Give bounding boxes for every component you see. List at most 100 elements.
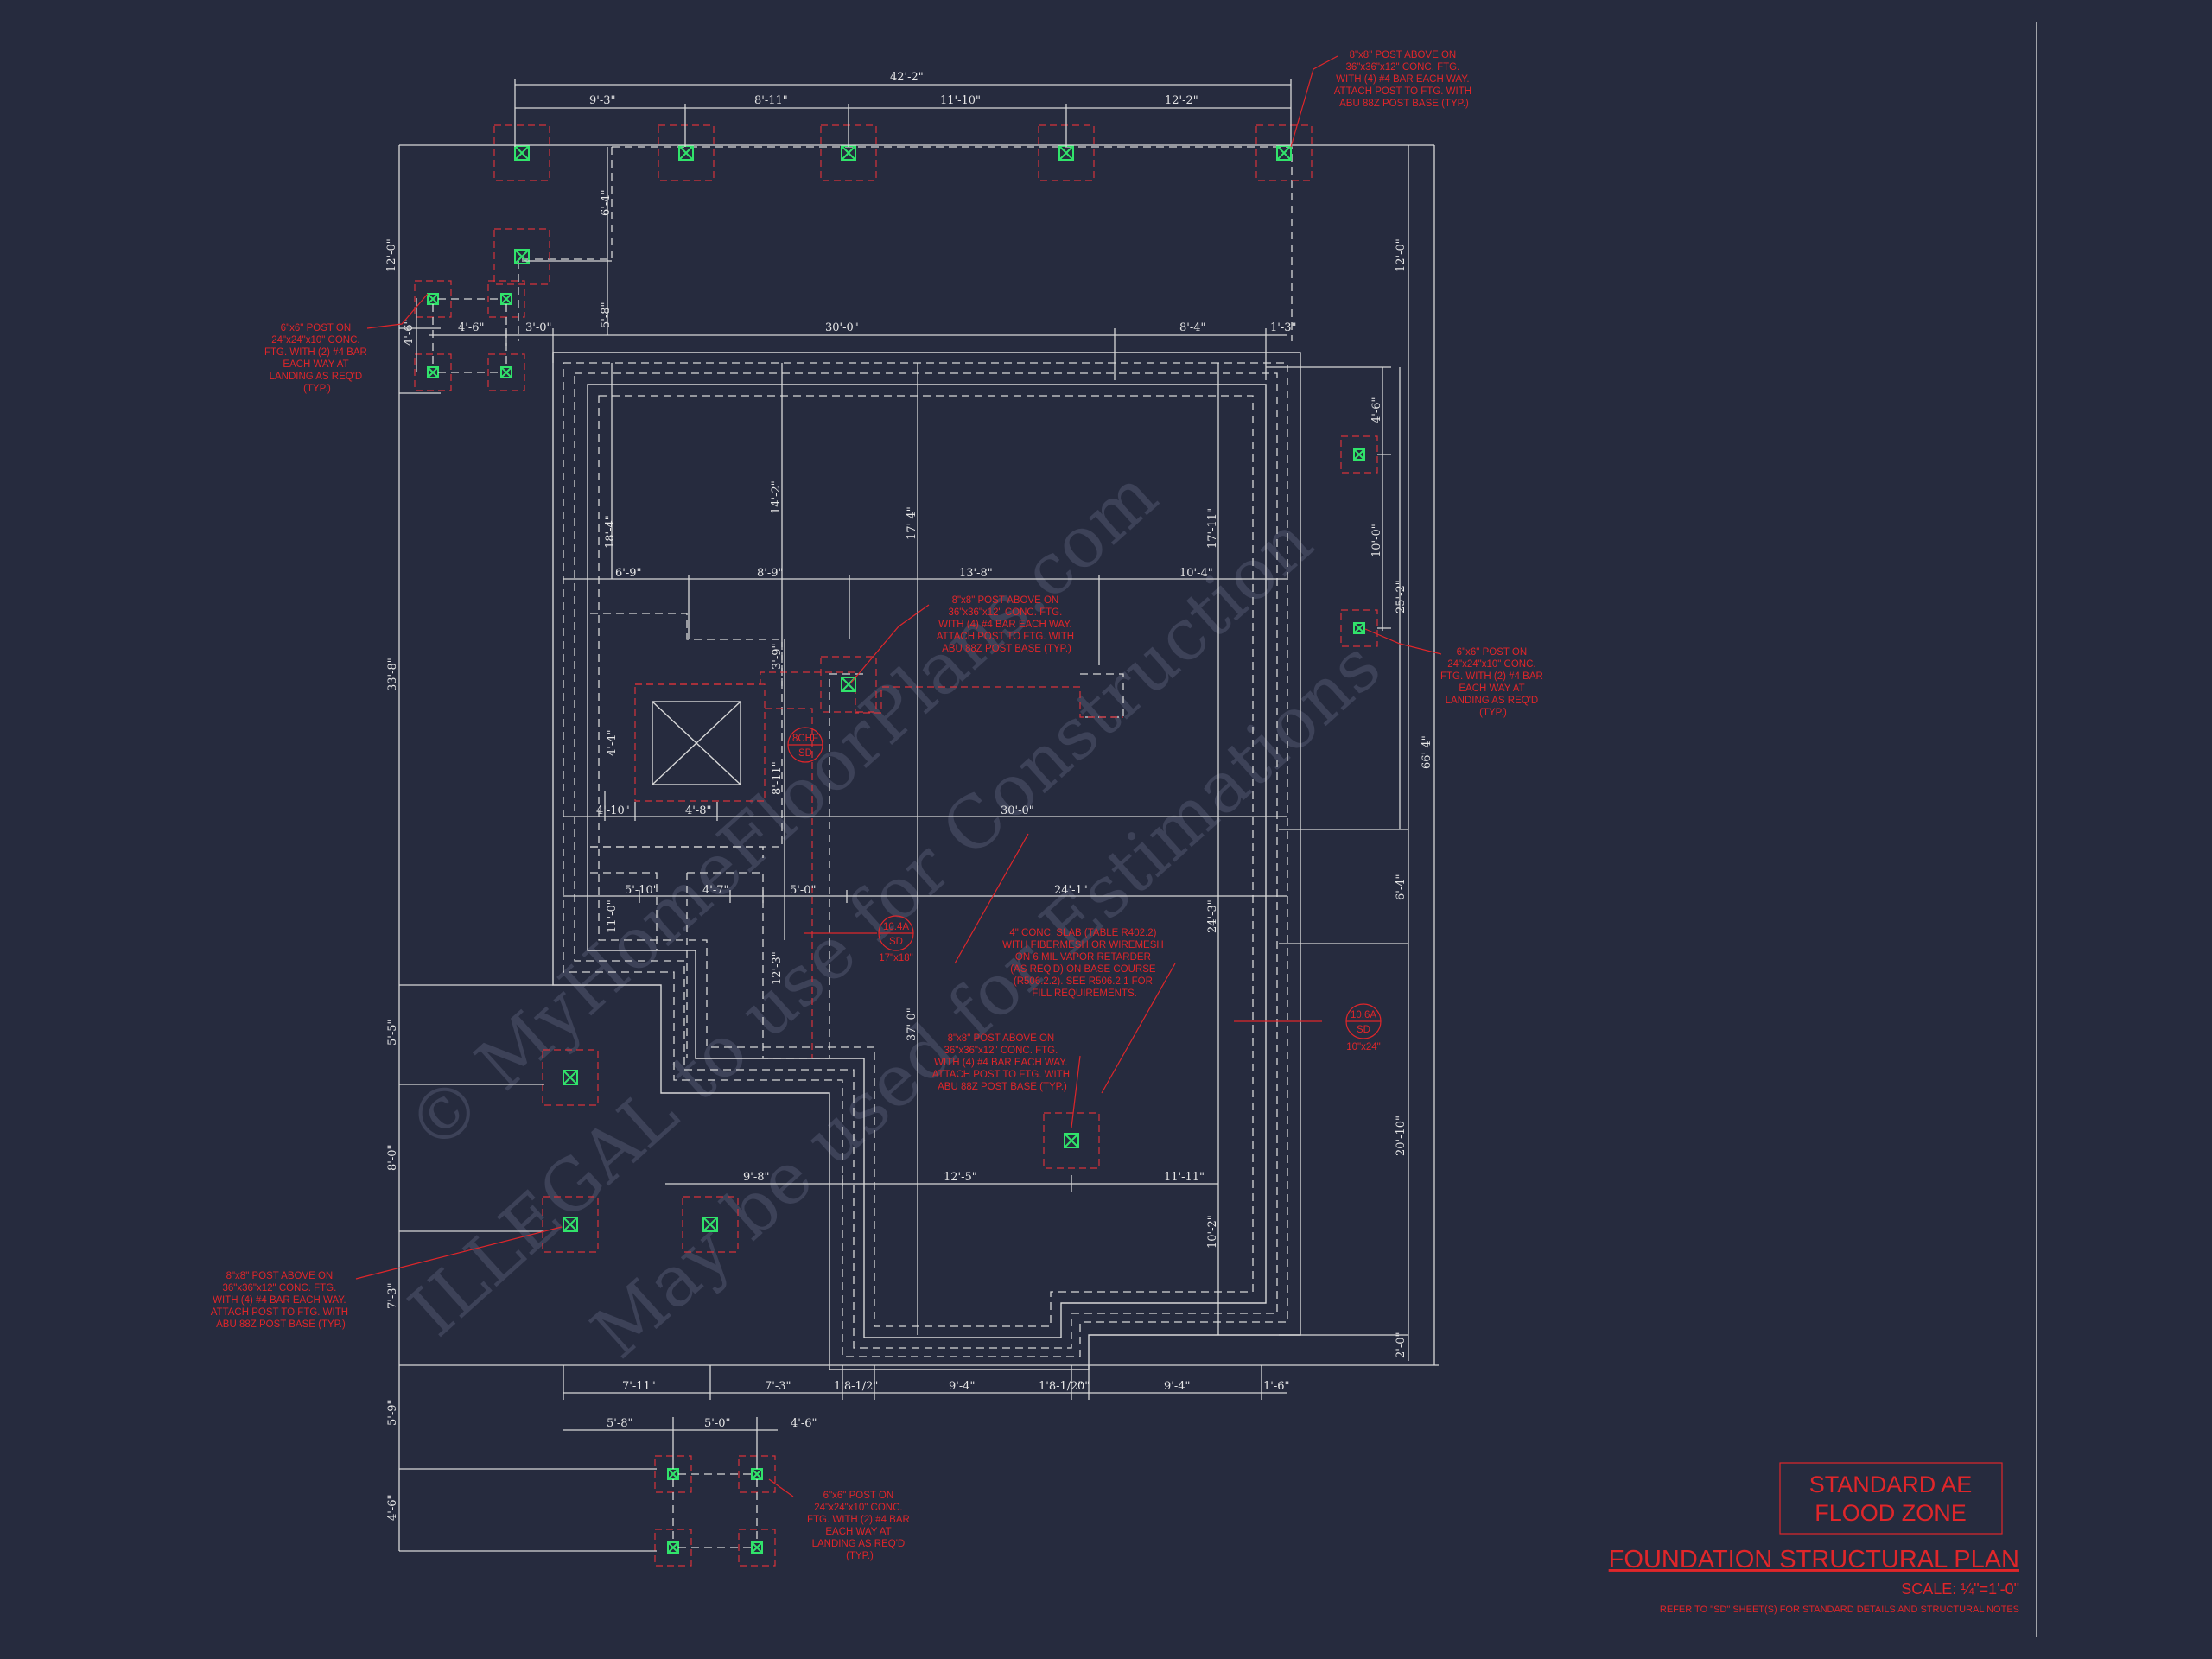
dim-label: 66'-4" (1421, 735, 1433, 769)
dim-label: 8'-11" (754, 94, 788, 107)
detail-tag-2: 10.4A SD 17"x18" (878, 915, 914, 963)
dim-label: 8'-4" (1179, 321, 1206, 334)
flood-zone-box (1779, 1462, 2003, 1535)
post-footings (414, 124, 1378, 1567)
dim-label: 4'-6" (1370, 397, 1383, 424)
dim-label: 14'-2" (770, 480, 783, 514)
svg-text:SD: SD (798, 748, 812, 759)
watermark-line2: ILLEGAL to use for Construction (394, 500, 1328, 1352)
dim-label: 12'-0" (1395, 238, 1408, 272)
svg-text:10"x24": 10"x24" (1346, 1042, 1381, 1052)
flood-zone-line2: FLOOD ZONE (1815, 1500, 1967, 1526)
dim-label: 8'-9" (757, 567, 784, 580)
post-footing-6 (493, 228, 550, 285)
dim-label: 20'-10" (1395, 1116, 1408, 1156)
dim-label: 7'-3" (386, 1283, 399, 1310)
dim-label: 10'-4" (1179, 567, 1213, 580)
dim-label: 11'-10" (940, 94, 981, 107)
post-footing-5 (1255, 124, 1313, 181)
post-icon (678, 145, 694, 161)
note-post-top-right: 8"x8" POST ABOVE ON 36"x36"x12" CONC. FT… (1334, 50, 1475, 109)
watermark-line3: May be used for Estimations (577, 625, 1396, 1374)
dim-label: 4'-8" (685, 804, 712, 817)
dim-label: 37'-0" (906, 1007, 918, 1041)
dim-label: 12'-0" (385, 238, 398, 272)
landing-posts-bottom (654, 1455, 776, 1567)
dim-label: 6'-9" (615, 567, 642, 580)
dim-label: 9'-4" (1164, 1380, 1191, 1393)
dim-label: 25'-2" (1395, 580, 1408, 613)
dimension-lines (398, 79, 1439, 1552)
dim-label: 11'-11" (1164, 1171, 1205, 1184)
post-footing-1 (493, 124, 550, 181)
dim-label: 4'-10" (596, 804, 630, 817)
detail-tag-1: 8CHF SD (787, 727, 823, 763)
dim-label: 4'-4" (606, 730, 619, 757)
dim-label: 4'-6" (403, 320, 416, 346)
note-slab: 4" CONC. SLAB (TABLE R402.2) WITH FIBERM… (1002, 928, 1166, 999)
dim-label: 1'8-1/2" (834, 1380, 878, 1393)
left-post-2 (542, 1196, 599, 1253)
interior-post-lower (1043, 1112, 1100, 1169)
dim-label: 5'-8" (607, 1417, 633, 1430)
landing-posts-right (1340, 435, 1378, 647)
dim-label: 7'-3" (765, 1380, 791, 1393)
plan-title: FOUNDATION STRUCTURAL PLAN (1609, 1546, 2019, 1573)
dim-label: 10'-2" (1206, 1215, 1219, 1249)
dim-label: 9'-8" (743, 1171, 770, 1184)
interior-post-center (820, 656, 877, 713)
dim-label: 6'-4" (600, 190, 613, 217)
dim-label: 1'-3" (1270, 321, 1297, 334)
dim-label: 8'-11" (771, 761, 784, 795)
dim-label: 5'-0" (704, 1417, 731, 1430)
dim-label: 33'-8" (386, 658, 399, 691)
svg-text:SD: SD (889, 937, 903, 947)
dim-label: 2'-0" (1395, 1332, 1408, 1359)
landing-posts-top-left (414, 280, 525, 391)
dim-label: 17'-11" (1206, 508, 1219, 549)
structural-notes: 8"x8" POST ABOVE ON 36"x36"x12" CONC. FT… (211, 50, 1543, 1561)
post-footing-2 (658, 124, 715, 181)
refer-note: REFER TO "SD" SHEET(S) FOR STANDARD DETA… (1660, 1605, 2019, 1615)
dim-label: 24'-3" (1206, 899, 1219, 933)
svg-text:10.6A: 10.6A (1351, 1010, 1376, 1020)
dim-label: 5'-8" (600, 302, 613, 329)
dim-label: 10'-0" (1370, 524, 1383, 557)
dim-label: 5'-10" (625, 884, 658, 897)
flood-zone-line1: STANDARD AE (1809, 1471, 1973, 1497)
dim-label: 5'-9" (386, 1400, 399, 1427)
detail-tag-3: 10.6A SD 10"x24" (1345, 1003, 1382, 1052)
dim-label: 4'-7" (702, 884, 729, 897)
svg-text:8CHF: 8CHF (792, 734, 818, 744)
dim-top-overall: 42'-2" (890, 71, 924, 84)
dim-label: 30'-0" (825, 321, 859, 334)
dim-label: 8'-0" (386, 1145, 399, 1172)
left-post-3 (682, 1196, 739, 1253)
dim-label: 17'-4" (906, 506, 918, 540)
left-post-1 (542, 1049, 599, 1106)
dim-label: 1'-6" (1263, 1380, 1290, 1393)
dim-label: 5'-0" (790, 884, 817, 897)
post-icon (514, 249, 530, 264)
dim-label: 6'-4" (1395, 874, 1408, 901)
dim-label: 3'-9" (771, 644, 784, 671)
svg-text:SD: SD (1357, 1025, 1370, 1035)
dim-label: 12'-5" (944, 1171, 977, 1184)
dim-label: 30'-0" (1001, 804, 1034, 817)
svg-text:10.4A: 10.4A (883, 922, 909, 932)
note-landing-bottom: 6"x6" POST ON 24"x24"x10" CONC. FTG. WIT… (807, 1491, 912, 1561)
dim-label: 4'-6" (458, 321, 485, 334)
interior-footing-pit (634, 671, 1123, 1058)
dim-label: 0" (1077, 1380, 1090, 1393)
dim-label: 9'-3" (589, 94, 616, 107)
dim-label: 1'8-1/2" (1039, 1380, 1083, 1393)
dim-label: 4'-6" (386, 1495, 399, 1522)
note-post-lower-left: 8"x8" POST ABOVE ON 36"x36"x12" CONC. FT… (211, 1271, 352, 1330)
dim-label: 3'-0" (525, 321, 552, 334)
dim-label: 12'-2" (1165, 94, 1198, 107)
dim-label: 24'-1" (1054, 884, 1088, 897)
detail-tags: 8CHF SD 10.4A SD 17"x18" 10.6A SD 10"x24… (787, 727, 1382, 1052)
dim-label: 9'-4" (949, 1380, 976, 1393)
